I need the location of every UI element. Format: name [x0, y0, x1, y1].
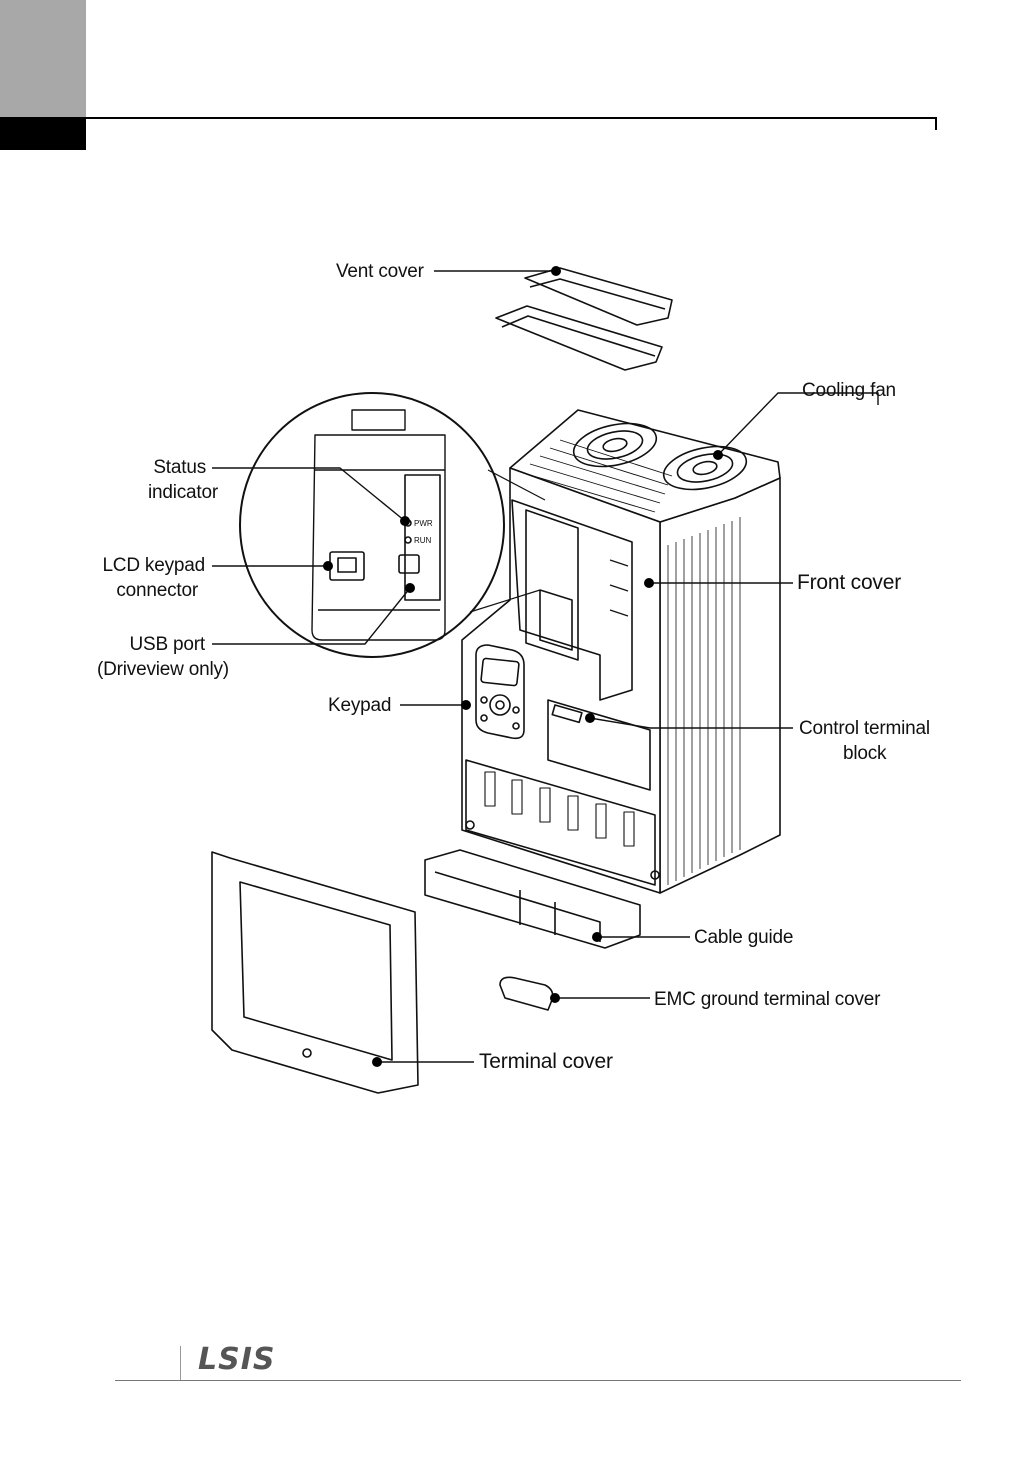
label-usb-line2: (Driveview only) — [97, 657, 229, 682]
label-lcd-keypad-connector-2: connector — [90, 578, 198, 603]
label-status-line2: indicator — [110, 480, 218, 505]
emc-cover-part — [500, 977, 553, 1010]
label-vent-cover: Vent cover — [336, 259, 424, 284]
label-front-cover: Front cover — [797, 570, 901, 595]
label-cooling-fan: Cooling fan — [802, 378, 896, 403]
terminal-cover-part — [212, 852, 418, 1093]
inset-pwr-text: PWR — [414, 519, 433, 528]
footer-rule — [115, 1380, 961, 1381]
label-status-line1: Status — [110, 455, 206, 480]
label-keypad: Keypad — [328, 693, 391, 718]
footer-separator — [180, 1346, 181, 1380]
label-status-indicator-2: indicator — [110, 480, 218, 505]
label-lcd-keypad-connector: LCD keypad — [90, 553, 205, 578]
label-control-terminal-block: Control terminal — [799, 716, 930, 741]
label-usb-port-2: (Driveview only) — [97, 657, 229, 682]
label-cable-guide: Cable guide — [694, 925, 793, 950]
label-control-terminal-block-2: block — [843, 741, 886, 766]
label-control-line1: Control terminal — [799, 716, 930, 741]
label-emc-ground-terminal-cover: EMC ground terminal cover — [654, 987, 880, 1012]
inset-run-text: RUN — [414, 536, 432, 545]
keypad-part — [476, 645, 524, 738]
label-status-indicator: Status — [110, 455, 206, 480]
label-terminal-cover: Terminal cover — [479, 1049, 613, 1074]
lsis-logo: LSIS — [198, 1342, 276, 1377]
label-lcd-line1: LCD keypad — [90, 553, 205, 578]
label-usb-port: USB port — [90, 632, 205, 657]
label-lcd-line2: connector — [90, 578, 198, 603]
label-control-line2: block — [843, 741, 886, 766]
label-usb-line1: USB port — [90, 632, 205, 657]
vent-cover-parts — [496, 268, 672, 370]
